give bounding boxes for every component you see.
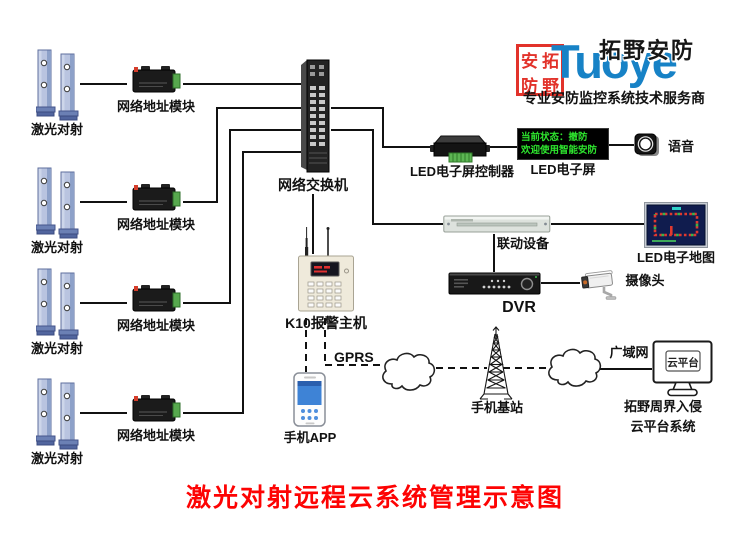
cell-tower-icon [474,326,518,400]
module-label-1: 网络地址模块 [117,99,196,114]
network-address-module-3-icon [127,283,183,317]
brand-tagline: 专业安防监控系统技术服务商 [523,90,705,106]
led-screen-controller-icon [430,134,490,164]
laser-detector-pair-2-icon [36,166,80,242]
seal-char-3: 防 [521,77,538,96]
network-address-module-1-icon [127,64,183,98]
linkage-label: 联动设备 [496,236,549,251]
k10-alarm-host-icon [298,226,354,312]
laser-detector-pair-4-icon [36,377,80,453]
dvr-icon [448,269,541,297]
module-label-2: 网络地址模块 [117,217,196,232]
seal-char-4: 野 [542,77,559,96]
linkage-device-icon [443,213,551,235]
led-line-1: 当前状态：撤防 [521,132,588,143]
voice-speaker-icon [634,133,660,157]
diagram-title: 激光对射远程云系统管理示意图 [185,484,564,512]
phone-app-icon [293,372,327,428]
switch-label: 网络交换机 [278,177,348,193]
laser-label-4: 激光对射 [30,451,83,466]
module-label-4: 网络地址模块 [117,428,196,443]
dvr-label: DVR [502,299,536,316]
led-electronic-map-icon [644,202,708,248]
wan-label: 广域网 [609,345,649,360]
cctv-camera-icon [580,268,622,300]
cloud-system-label-2: 云平台系统 [630,419,696,434]
led-display-screen [517,128,609,160]
phone-app-label: 手机APP [283,430,337,445]
led-line-2: 欢迎使用智能安防 [521,145,598,156]
voice-label: 语音 [667,139,694,154]
seal-char-2: 拓 [542,52,559,71]
seal-char-1: 安 [521,52,538,71]
gprs-label: GPRS [334,349,374,365]
laser-detector-pair-3-icon [36,267,80,343]
gprs-cloud-icon [378,350,436,394]
laser-label-1: 激光对射 [30,122,83,137]
k10-label: K10报警主机 [285,315,367,331]
brand-wordmark: Tuoye [551,35,678,88]
network-address-module-2-icon [127,182,183,216]
module-label-3: 网络地址模块 [117,318,196,333]
laser-label-2: 激光对射 [30,240,83,255]
led-display-text: 当前状态：撤防 欢迎使用智能安防 [521,131,607,157]
led-map-label: LED电子地图 [636,250,715,265]
led-controller-label: LED电子屏控制器 [409,164,514,179]
network-address-module-4-icon [127,393,183,427]
base-station-label: 手机基站 [470,400,523,415]
cloud-screen-text: 云平台 [667,357,699,369]
led-screen-label: LED电子屏 [530,162,596,177]
brand-seal-stamp: 安 拓 防 野 [516,44,564,96]
network-switch-icon [295,58,337,176]
brand-name-cn: 拓野安防 [599,38,696,63]
laser-detector-pair-1-icon [36,48,80,124]
wan-cloud-icon [544,346,602,390]
cloud-system-label-1: 拓野周界入侵 [623,399,702,414]
laser-label-3: 激光对射 [30,341,83,356]
camera-label: 摄像头 [625,273,665,288]
